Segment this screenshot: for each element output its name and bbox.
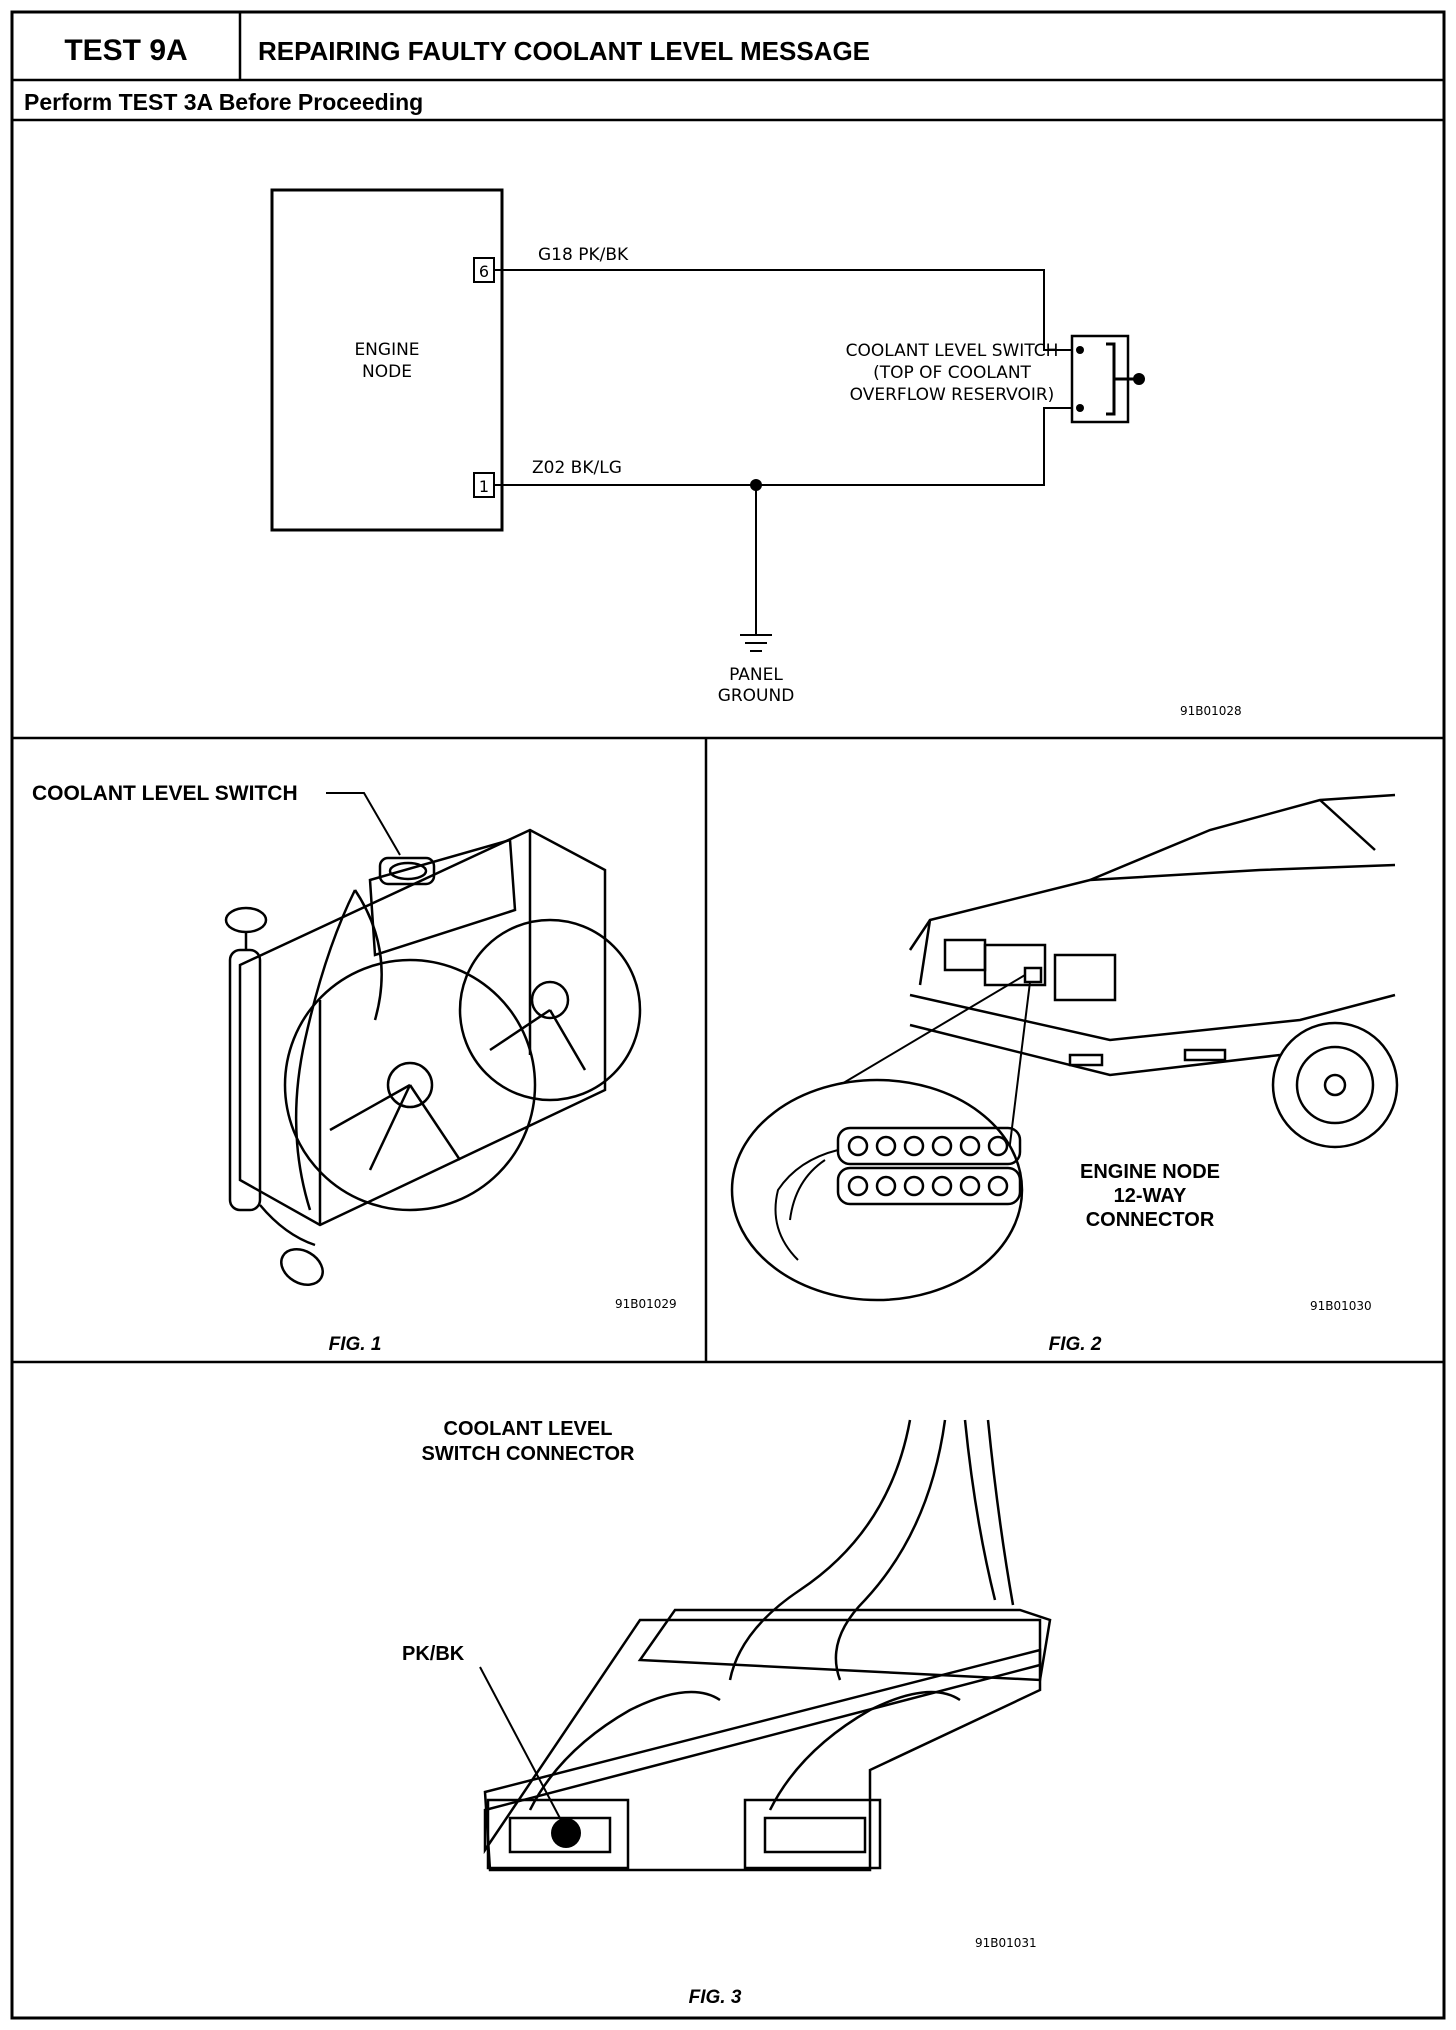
- fig3-panel: COOLANT LEVEL SWITCH CONNECTOR PK/BK 91B…: [402, 1418, 1052, 2008]
- fig1-panel: COOLANT LEVEL SWITCH 9: [12, 738, 1444, 1364]
- pk-bk-terminal-dot: [551, 1818, 581, 1848]
- fig3-title-2: SWITCH CONNECTOR: [422, 1443, 636, 1465]
- page-svg: TEST 9A REPAIRING FAULTY COOLANT LEVEL M…: [10, 10, 1446, 2020]
- fig1-callout: COOLANT LEVEL SWITCH: [32, 782, 298, 805]
- wire-g18: [494, 269, 1072, 351]
- fig2-panel: ENGINE NODE 12-WAY CONNECTOR 91B01030 FI…: [730, 793, 1399, 1355]
- switch-connector-illustration: [483, 1419, 1052, 1872]
- wire-z02: [494, 407, 1072, 486]
- radiator-fan-illustration: [224, 828, 642, 1286]
- engine-node-label-1: ENGINE: [354, 340, 419, 360]
- fig3-figure-code: 91B01031: [975, 1936, 1037, 1950]
- fig3-pin-label: PK/BK: [402, 1643, 465, 1665]
- switch-label-2: (TOP OF COOLANT: [873, 363, 1031, 383]
- pin-1-label: 1: [479, 477, 489, 496]
- engine-node-label-2: NODE: [362, 362, 412, 382]
- pin-6-label: 6: [479, 262, 489, 281]
- ground-label-1: PANEL: [729, 665, 783, 685]
- test-id: TEST 9A: [64, 34, 187, 67]
- prerequisite-note: Perform TEST 3A Before Proceeding: [24, 89, 423, 115]
- wiring-schematic: ENGINE NODE 6 1 G18 PK/BK Z02 BK/LG PANE…: [12, 188, 1444, 740]
- car-illustration: [908, 793, 1399, 1149]
- fig1-figure-code: 91B01029: [615, 1297, 677, 1311]
- ground-label-2: GROUND: [718, 686, 795, 706]
- engine-node-box: [270, 188, 504, 532]
- fig3-caption: FIG. 3: [689, 1987, 742, 2008]
- fig1-leader: [326, 792, 401, 856]
- fig1-caption: FIG. 1: [329, 1334, 382, 1355]
- fig2-caption: FIG. 2: [1049, 1334, 1102, 1355]
- wire-z02-label: Z02 BK/LG: [532, 458, 622, 478]
- schematic-figure-code: 91B01028: [1180, 704, 1242, 718]
- wire-g18-label: G18 PK/BK: [538, 245, 629, 265]
- switch-label-3: OVERFLOW RESERVOIR): [850, 385, 1055, 405]
- fig3-title-1: COOLANT LEVEL: [444, 1418, 613, 1440]
- fig3-leader: [479, 1666, 563, 1823]
- page-title: REPAIRING FAULTY COOLANT LEVEL MESSAGE: [258, 36, 870, 66]
- switch-label-1: COOLANT LEVEL SWITCH: [846, 341, 1059, 361]
- header: TEST 9A REPAIRING FAULTY COOLANT LEVEL M…: [12, 12, 1444, 122]
- page-border: [10, 10, 1446, 2020]
- fig2-callout-2: 12-WAY: [1114, 1185, 1187, 1207]
- fig2-figure-code: 91B01030: [1310, 1299, 1372, 1313]
- service-manual-page: TEST 9A REPAIRING FAULTY COOLANT LEVEL M…: [10, 10, 1446, 2020]
- fig2-callout-1: ENGINE NODE: [1080, 1161, 1220, 1183]
- fig2-callout-3: CONNECTOR: [1086, 1209, 1215, 1231]
- engine-node-connector: [774, 1126, 1022, 1261]
